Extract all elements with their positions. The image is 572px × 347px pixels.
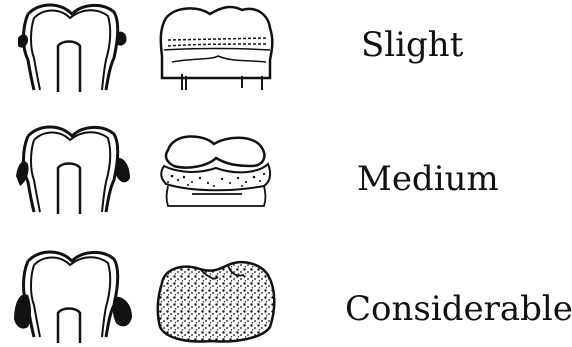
tooth-cross-section-medium [10,122,138,222]
tooth-occlusal-view-slight [152,0,282,100]
row-considerable: Considerable [0,247,572,347]
tooth-cross-section-considerable [10,247,138,347]
row-medium: Medium [0,122,572,222]
tooth-occlusal-view-medium [152,122,282,222]
label-medium: Medium [357,162,499,196]
tooth-cross-section-slight [10,0,138,100]
label-slight: Slight [361,28,463,62]
tooth-occlusal-view-considerable [152,247,282,347]
label-considerable: Considerable [345,292,572,326]
row-slight: Slight [0,0,572,100]
